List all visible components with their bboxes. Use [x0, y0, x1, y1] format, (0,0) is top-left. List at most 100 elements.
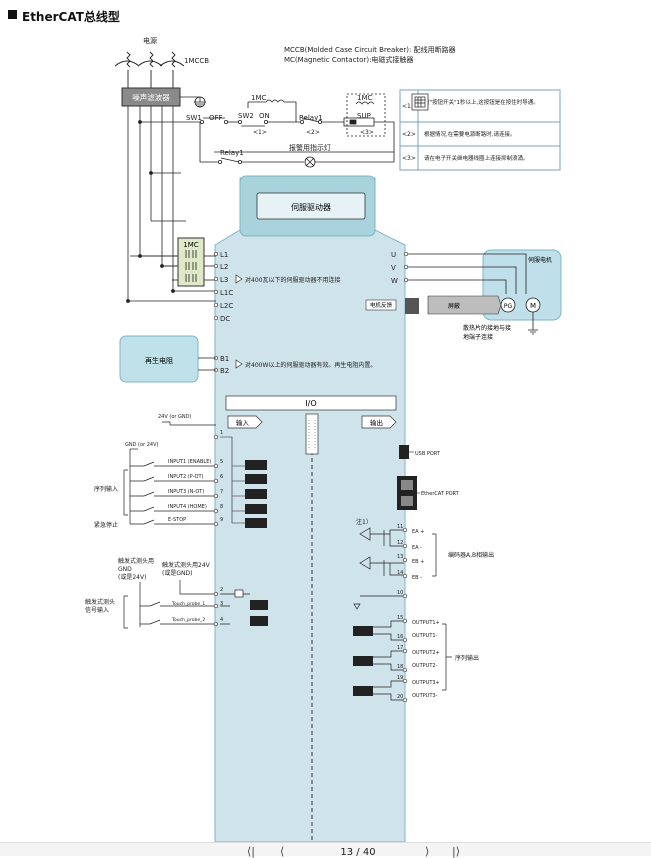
usb-port[interactable] — [399, 445, 409, 459]
page-indicator[interactable]: 13 / 40 — [340, 847, 376, 858]
input-label: 输入 — [236, 418, 250, 427]
power-source: 电源 1MCCB — [114, 36, 209, 88]
motor-section: 伺服电机 M PG 屏蔽 电机反馈 散热片的接地与接 地端子连接 U V W — [365, 249, 562, 341]
touch-24v-label-1: 触发式测头用24V — [162, 561, 211, 569]
pin-3: 3 — [220, 601, 223, 607]
title-marker — [8, 10, 17, 19]
servo-drive-body: 伺服驱动器 — [214, 175, 406, 842]
alarm-lamp-label: 报警用指示灯 — [289, 143, 331, 152]
prev-page-button[interactable]: ⟨ — [280, 845, 285, 858]
touch-probe-1-label: Touch_probe_1 — [171, 601, 205, 607]
noise-filter: 噪声滤波器 — [121, 87, 206, 108]
legend-mc: MC(Magnetic Contactor):电磁式接触器 — [284, 56, 414, 64]
mccb-tag: 1MCCB — [184, 57, 209, 65]
pin-9: 9 — [220, 517, 223, 523]
ethercat-port-label: EtherCAT PORT — [421, 491, 460, 497]
terminal-l2: L2 — [220, 263, 228, 271]
pin-2: 2 — [220, 587, 223, 593]
pin-12: 12 — [397, 540, 403, 546]
grid-select-icon[interactable] — [411, 93, 429, 111]
notes-table: <1> 按"按钮开关"1秒以上,这按钮是在按住时导通。 <2> 根据情况,在需要… — [399, 89, 561, 171]
usb-port-label: USB PORT — [415, 451, 441, 457]
pin-19: 19 — [397, 675, 403, 681]
note2-text: 根据情况,在需要电源断路时,请连接。 — [424, 130, 516, 138]
last-page-button[interactable]: |⟩ — [452, 845, 460, 858]
comm-ports: USB PORT EtherCAT PORT — [397, 445, 460, 510]
eb-minus-label: EB - — [412, 575, 422, 581]
terminal-l3: L3 — [220, 276, 228, 284]
shield-label: 屏蔽 — [448, 302, 460, 310]
digital-outputs: 15 16 17 18 19 20 OUTPUT1+ OUTPUT1- OUTP… — [353, 615, 479, 703]
sw2-label: SW2 — [238, 112, 254, 120]
output3-minus-label: OUTPUT3- — [412, 693, 438, 699]
input2-label: INPUT2 (P-OT) — [168, 474, 204, 480]
encoder-feedback-label: 电机反馈 — [370, 301, 393, 309]
ea-minus-label: EA - — [412, 545, 422, 551]
terminal-b1: B1 — [220, 355, 229, 363]
terminal-u: U — [391, 251, 396, 259]
digital-inputs: 24V (or GND) GND (or 24V) INPUT1 (ENABLE… — [94, 414, 267, 529]
touch-24v-label-2: (或是GND) — [162, 569, 192, 577]
relay1-bottom-label: Relay1 — [220, 149, 244, 157]
note3-text: 请在电子开关继电器线圈上连接抑制浪涌。 — [424, 154, 529, 162]
next-page-button[interactable]: ⟩ — [425, 845, 430, 858]
relay1-top-label: Relay1 — [299, 114, 323, 122]
terminal-l1: L1 — [220, 251, 228, 259]
terminal-l2c: L2C — [220, 302, 233, 310]
off-label: OFF — [209, 114, 223, 122]
pg-symbol: PG — [504, 303, 513, 310]
touch-gnd-label-1: 触发式测头用 — [118, 557, 154, 565]
note-ref-3: <3> — [360, 129, 374, 136]
output3-plus-label: OUTPUT3+ — [412, 680, 440, 686]
input1-label: INPUT1 (ENABLE) — [168, 459, 211, 465]
pin-15: 15 — [397, 615, 403, 621]
eb-plus-label: EB + — [412, 559, 424, 565]
output1-plus-label: OUTPUT1+ — [412, 620, 440, 626]
touch-signal-label-1: 触发式测头 — [85, 598, 115, 606]
encoder-outputs: 注1） 11 12 13 14 10 EA + EA - EB + EB — [353, 518, 494, 610]
pin-16: 16 — [397, 634, 403, 640]
servo-motor-label: 伺服电机 — [528, 256, 552, 264]
pin-8: 8 — [220, 504, 223, 510]
touch-gnd-label-2: GND — [118, 566, 132, 573]
control-circuit — [180, 93, 395, 168]
power-label: 电源 — [143, 36, 157, 45]
servo-drive-label: 伺服驱动器 — [291, 202, 331, 212]
touch-gnd-label-3: (或是24V) — [118, 573, 146, 581]
touch-probe-inputs: 触发式测头用 GND (或是24V) 触发式测头用24V (或是GND) 触发式… — [85, 557, 268, 629]
pin-11: 11 — [397, 524, 403, 530]
v24-label: 24V (or GND) — [158, 414, 191, 420]
note1-text: 按"按钮开关"1秒以上,这按钮是在按住时导通。 — [424, 98, 539, 106]
pin-5: 5 — [220, 459, 223, 465]
sw1-label: SW1 — [186, 114, 202, 122]
noise-filter-label: 噪声滤波器 — [132, 92, 170, 102]
emergency-stop-label: 紧急停止 — [94, 521, 118, 529]
motor-symbol: M — [530, 302, 536, 310]
output-label: 输出 — [370, 418, 383, 427]
seq-input-label: 序列输入 — [94, 485, 118, 493]
b-terminal-note: 对400W以上的伺服驱动器有效。再生电阻内置。 — [245, 361, 376, 369]
pin-6: 6 — [220, 474, 223, 480]
terminal-b2: B2 — [220, 367, 229, 375]
pin-7: 7 — [220, 489, 223, 495]
touch-signal-label-2: 信号输入 — [85, 606, 109, 614]
pin-20: 20 — [397, 694, 403, 700]
heatsink-note-1: 散热片的接地与接 — [463, 324, 511, 332]
mc-contactor: 1MC — [177, 237, 205, 287]
pin-14: 14 — [397, 570, 403, 576]
heatsink-note-2: 地端子连接 — [463, 333, 493, 341]
regen-resistor: 再生电阻 — [119, 335, 216, 383]
regen-resistor-label: 再生电阻 — [145, 356, 173, 365]
first-page-button[interactable]: ⟨| — [247, 845, 255, 858]
output1-minus-label: OUTPUT1- — [412, 633, 438, 639]
note-ref-1: <1> — [253, 129, 267, 136]
control-circuit-labels: SW1 OFF SW2 ON 1MC Relay1 1MC SUP <1> <2… — [186, 94, 374, 157]
note3-number: <3> — [402, 155, 416, 162]
legend-mccb: MCCB(Molded Case Circuit Breaker): 配线用断路… — [284, 46, 456, 54]
input3-label: INPUT3 (N-OT) — [168, 489, 204, 495]
terminal-l1c: L1C — [220, 289, 233, 297]
abbreviation-legend: MCCB(Molded Case Circuit Breaker): 配线用断路… — [284, 45, 456, 65]
on-label: ON — [259, 112, 270, 120]
main-terminals: L1 L2 L3 L1C L2C DC B1 B2 对400瓦以下的伺服驱动器不… — [213, 251, 376, 375]
note1-number: <1> — [402, 103, 416, 110]
